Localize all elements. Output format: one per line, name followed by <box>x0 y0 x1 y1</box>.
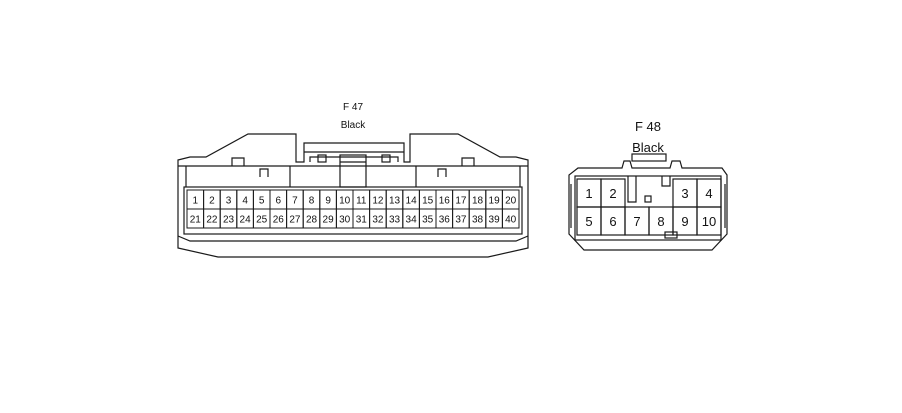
f47-pin-number: 22 <box>206 215 218 226</box>
f48-pin-number: 6 <box>609 214 616 229</box>
f47-pin-number: 38 <box>472 215 484 226</box>
f47-pin-number: 32 <box>372 215 384 226</box>
f47-pin-number: 12 <box>372 196 384 207</box>
f47-pin-number: 11 <box>356 196 367 207</box>
connector-f47 <box>177 133 529 258</box>
f47-pin-number: 35 <box>422 215 434 226</box>
f48-key-hook <box>661 176 671 187</box>
f47-pin-number: 7 <box>292 196 298 207</box>
f47-pin-number: 6 <box>276 196 282 207</box>
f48-pin-frame <box>574 175 722 241</box>
f47-outer-body <box>177 133 529 258</box>
f47-left-notch <box>259 168 269 177</box>
f48-pin-number: 2 <box>609 186 616 201</box>
f47-pin-number: 20 <box>505 196 517 207</box>
f47-pin-number: 17 <box>455 196 467 207</box>
f47-pin-number: 33 <box>389 215 401 226</box>
f48-pin-number: 7 <box>633 214 640 229</box>
f47-pin-number: 16 <box>439 196 451 207</box>
f47-left-slot <box>231 157 245 166</box>
f47-latch-tab-left <box>317 154 327 163</box>
f48-pin-number: 10 <box>702 214 716 229</box>
f47-pin-number: 21 <box>190 215 202 226</box>
f47-pin-number: 1 <box>193 196 199 207</box>
f47-right-notch <box>437 168 447 177</box>
f47-pin-number: 28 <box>306 215 318 226</box>
f48-pin-number: 8 <box>657 214 664 229</box>
connector-f48-color: Black <box>632 140 664 155</box>
f47-pin-number: 39 <box>489 215 501 226</box>
f47-pin-number: 3 <box>226 196 232 207</box>
f47-pin-number: 9 <box>325 196 331 207</box>
f48-key-dot <box>644 195 652 203</box>
f48-pin-cell <box>696 206 722 236</box>
f48-pin-number: 1 <box>585 186 592 201</box>
f47-pin-number: 23 <box>223 215 235 226</box>
f47-pin-number: 19 <box>489 196 501 207</box>
f47-pin-number: 15 <box>422 196 434 207</box>
f47-latch-center <box>339 154 367 188</box>
f47-pin-number: 13 <box>389 196 401 207</box>
f47-pin-number: 25 <box>256 215 268 226</box>
f47-pin-number: 8 <box>309 196 315 207</box>
f47-right-slot <box>461 157 475 166</box>
f47-pin-number: 10 <box>339 196 351 207</box>
f47-pin-number: 14 <box>406 196 418 207</box>
f48-key-slot <box>627 176 637 203</box>
f47-pin-number: 29 <box>323 215 335 226</box>
f47-pin-number: 18 <box>472 196 484 207</box>
connector-f48 <box>568 153 728 251</box>
f47-pin-number: 30 <box>339 215 351 226</box>
f48-pin-number: 4 <box>705 186 712 201</box>
f47-pin-number: 5 <box>259 196 265 207</box>
f47-latch-tab-right <box>381 154 391 163</box>
f47-latch-body <box>309 156 399 162</box>
connector-f47-id: F 47 <box>342 102 364 113</box>
f48-pin-number: 9 <box>681 214 688 229</box>
f47-pin-number: 27 <box>289 215 301 226</box>
f47-pin-number: 4 <box>242 196 248 207</box>
f47-pin-number: 2 <box>209 196 215 207</box>
f47-pin-number: 34 <box>406 215 418 226</box>
connector-f47-color: Black <box>340 120 366 131</box>
f47-pin-number: 36 <box>439 215 451 226</box>
f47-pin-number: 40 <box>505 215 517 226</box>
f48-outer-body <box>568 160 728 251</box>
f48-pin-number: 5 <box>585 214 592 229</box>
f47-bottom-lip <box>177 235 529 242</box>
f47-pin-number: 24 <box>240 215 252 226</box>
f47-pin-number: 26 <box>273 215 285 226</box>
f47-pin-number: 31 <box>356 215 368 226</box>
f48-pin-number: 3 <box>681 186 688 201</box>
f48-top-latch <box>631 153 667 162</box>
f47-pin-cell <box>501 208 520 229</box>
connector-f48-id: F 48 <box>634 119 662 134</box>
f48-pin-grid: 1 2 3 4 5 6 7 8 9 10 <box>576 178 722 236</box>
f47-pin-number: 37 <box>455 215 467 226</box>
